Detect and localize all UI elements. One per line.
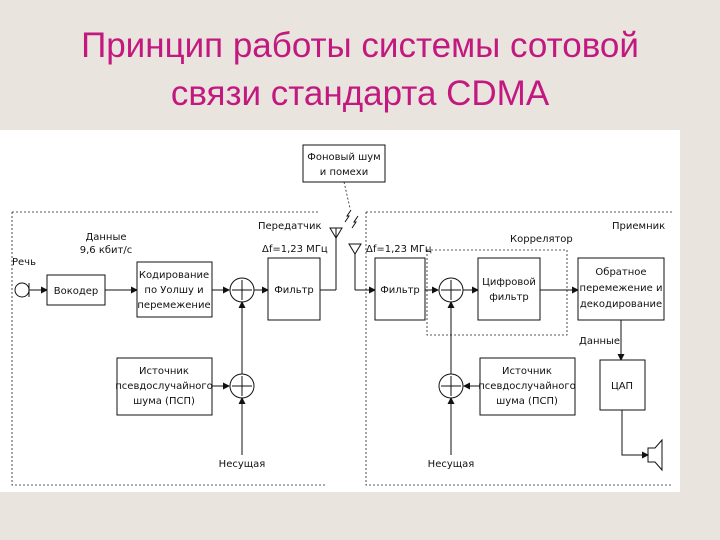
vocoder-box (46, 274, 106, 306)
correlator-label: Коррелятор (510, 234, 573, 245)
speaker-icon (647, 438, 663, 472)
deinterleave-line-2: перемежение и (580, 283, 663, 294)
digital-filter-box (477, 257, 541, 321)
noise-box-line-2: и помехи (320, 167, 368, 178)
tx-pn-source-box (116, 357, 213, 416)
tx-filter-label: Фильтр (274, 285, 314, 296)
data-in-label-line-2: 9,6 кбит/с (80, 245, 132, 256)
rx-filter-box (374, 257, 426, 321)
cdma-block-diagram: Фоновый шум и помехи Передатчик Приемник… (0, 130, 680, 492)
rx-antenna-icon (348, 243, 362, 255)
receiver-label: Приемник (612, 221, 665, 232)
tx-pn-line-1: Источник (139, 366, 189, 377)
bandwidth-tx-label: Δf=1,23 МГц (262, 244, 328, 255)
transmitter-frame (11, 211, 325, 486)
rx-pn-source-box (479, 357, 576, 416)
dac-box (599, 359, 646, 411)
coding-line-2: по Уолшу и (144, 285, 203, 296)
deinterleave-line-3: декодирование (580, 299, 662, 310)
slide-title: Принцип работы системы сотовой связи ста… (0, 22, 720, 118)
bandwidth-rx-label: Δf=1,23 МГц (366, 244, 432, 255)
speech-label: Речь (12, 257, 36, 268)
slide-title-line-2: связи стандарта CDMA (170, 74, 550, 113)
rx-pn-line-1: Источник (502, 366, 552, 377)
tx-carrier-label: Несущая (219, 459, 266, 470)
rx-pn-line-2: псевдослучайного (478, 381, 576, 392)
correlator-frame (426, 249, 568, 336)
noise-box-line-1: Фоновый шум (307, 152, 380, 163)
noise-box (302, 144, 386, 183)
tx-filter-box (267, 257, 321, 321)
slide-title-line-1: Принцип работы системы сотовой (81, 26, 639, 65)
data-out-label: Данные (579, 336, 620, 347)
dac-label: ЦАП (611, 381, 633, 392)
receiver-frame (365, 211, 672, 486)
rx-pn-line-3: шума (ПСП) (496, 396, 558, 407)
tx-pn-line-2: псевдослучайного (115, 381, 213, 392)
radio-wave-icon (344, 209, 352, 223)
rx-filter-label: Фильтр (380, 285, 420, 296)
digital-filter-line-1: Цифровой (482, 277, 536, 288)
digital-filter-line-2: фильтр (489, 292, 529, 303)
deinterleave-decode-box (577, 257, 665, 321)
diagram-canvas: Фоновый шум и помехи Передатчик Приемник… (11, 144, 672, 486)
coding-line-3: перемежение (137, 300, 210, 311)
tx-antenna-icon (329, 227, 343, 239)
transmitter-label: Передатчик (258, 221, 322, 232)
vocoder-label: Вокодер (54, 286, 99, 297)
rx-carrier-label: Несущая (428, 459, 475, 470)
coding-line-1: Кодирование (139, 270, 209, 281)
data-in-label-line-1: Данные (85, 232, 126, 243)
microphone-icon (14, 282, 30, 298)
tx-pn-line-3: шума (ПСП) (133, 396, 195, 407)
deinterleave-line-1: Обратное (595, 267, 646, 278)
